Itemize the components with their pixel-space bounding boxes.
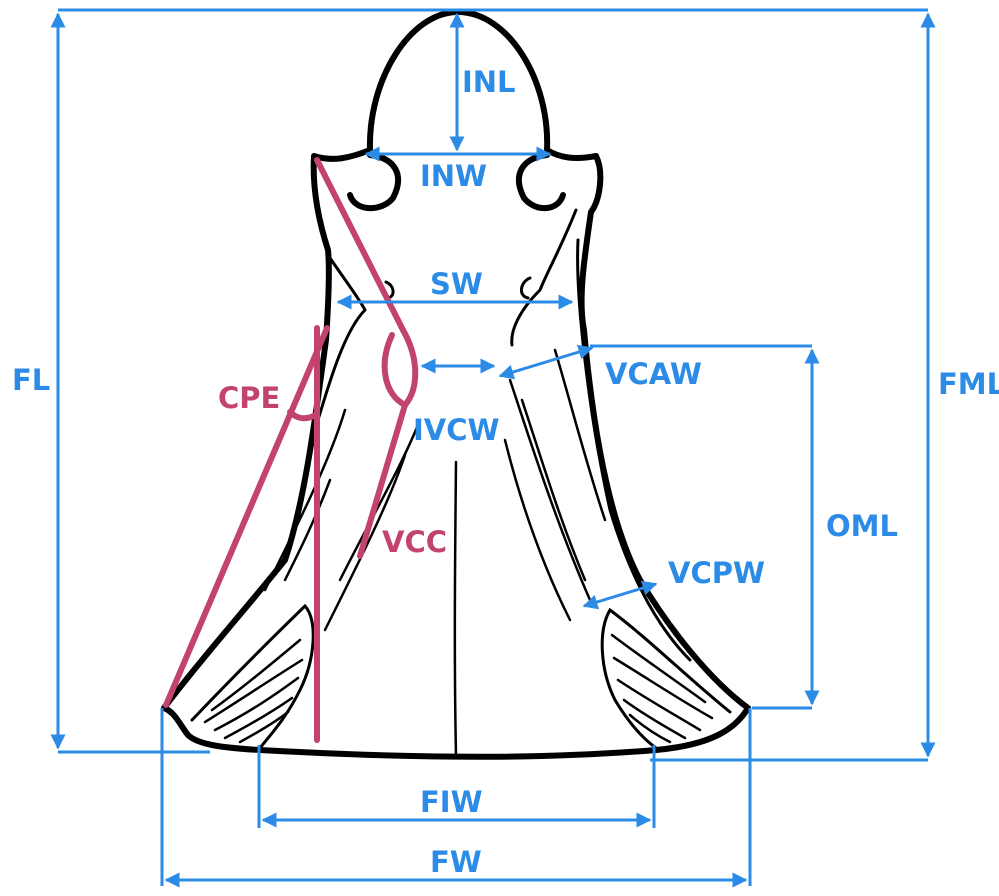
label-vcaw: VCAW bbox=[605, 357, 702, 391]
left-flare bbox=[192, 606, 313, 748]
label-fl: FL bbox=[12, 363, 50, 397]
label-fiw: FIW bbox=[420, 785, 483, 819]
left-nasal-pit bbox=[350, 155, 398, 208]
small-foramen-right bbox=[521, 278, 530, 298]
label-inl: INL bbox=[462, 65, 516, 99]
angle-constructions bbox=[166, 160, 415, 740]
left-flare-hatch-1 bbox=[212, 640, 300, 710]
right-outer-contour bbox=[578, 240, 690, 660]
right-nasal-pit bbox=[519, 155, 563, 208]
label-vcpw: VCPW bbox=[668, 556, 765, 590]
left-flare-hatch-3 bbox=[215, 678, 298, 730]
label-fml: FML bbox=[938, 367, 999, 401]
label-fw: FW bbox=[430, 845, 482, 879]
vcc-curve bbox=[385, 330, 416, 405]
label-oml: OML bbox=[826, 509, 898, 543]
right-flare-hatch-1 bbox=[612, 635, 705, 702]
right-stroke-3 bbox=[505, 440, 570, 620]
right-inner-contour bbox=[512, 210, 576, 345]
right-stroke-2 bbox=[522, 400, 585, 580]
midline bbox=[455, 462, 456, 755]
label-inw: INW bbox=[420, 159, 487, 193]
label-sw: SW bbox=[430, 267, 483, 301]
label-cpe: CPE bbox=[218, 381, 280, 415]
label-vcc: VCC bbox=[382, 525, 447, 559]
right-stroke-1 bbox=[510, 380, 590, 600]
left-stroke-3 bbox=[265, 410, 345, 590]
vcaw-arrow bbox=[500, 348, 592, 376]
label-ivcw: IVCW bbox=[413, 413, 500, 447]
